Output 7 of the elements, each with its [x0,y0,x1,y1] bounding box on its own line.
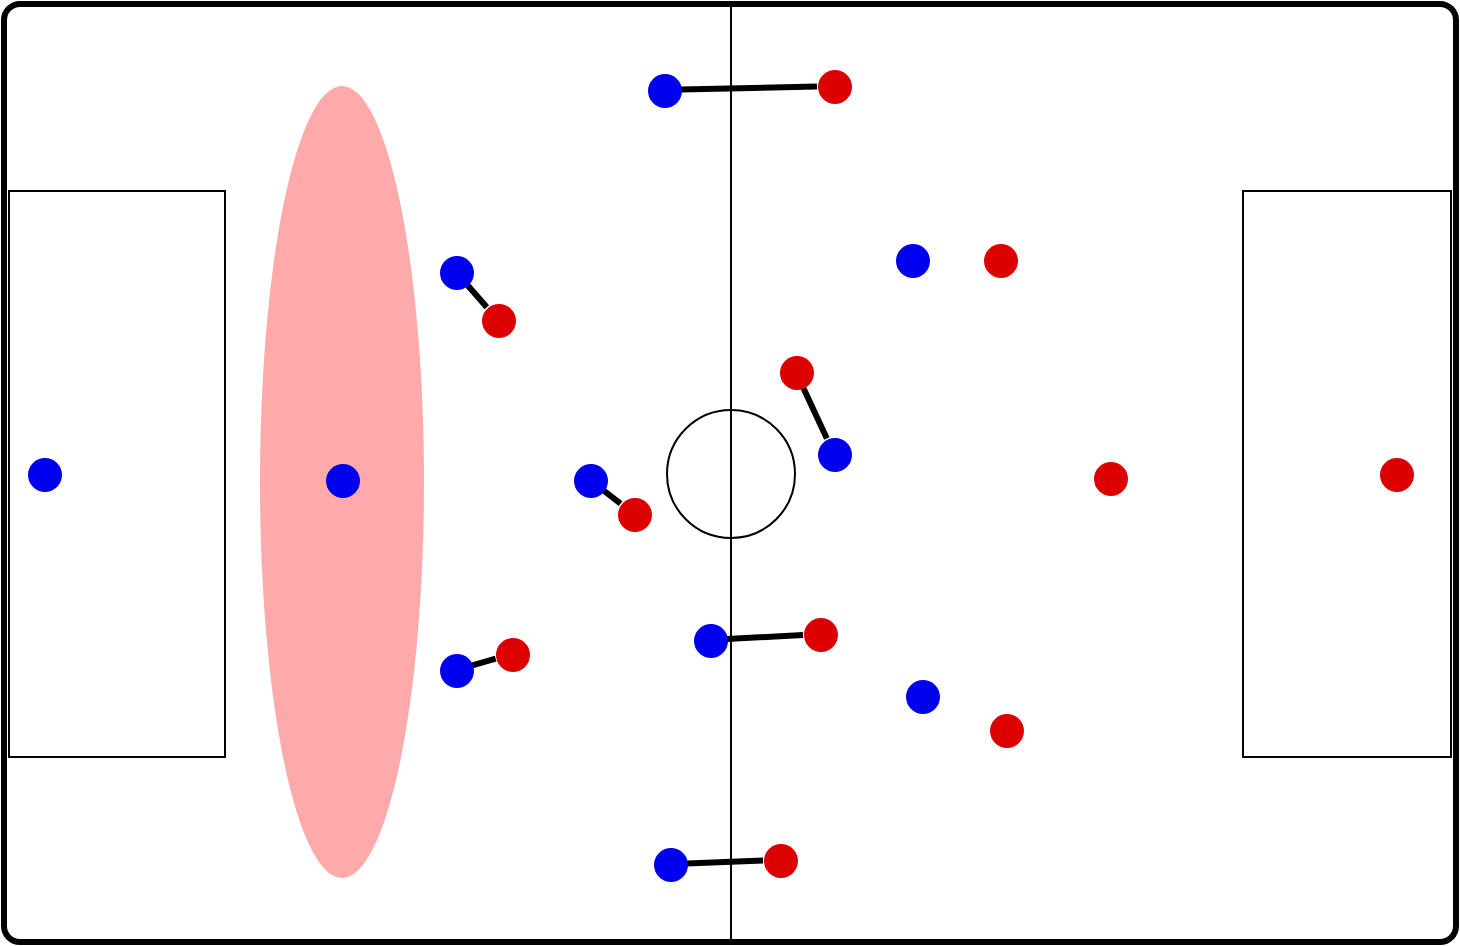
marking-line [471,655,497,669]
marking-line [800,386,830,440]
marking-line [686,857,764,867]
marking-line [680,83,818,93]
marking-line [601,488,623,506]
marking-line [464,282,490,310]
marking-line [726,631,804,643]
